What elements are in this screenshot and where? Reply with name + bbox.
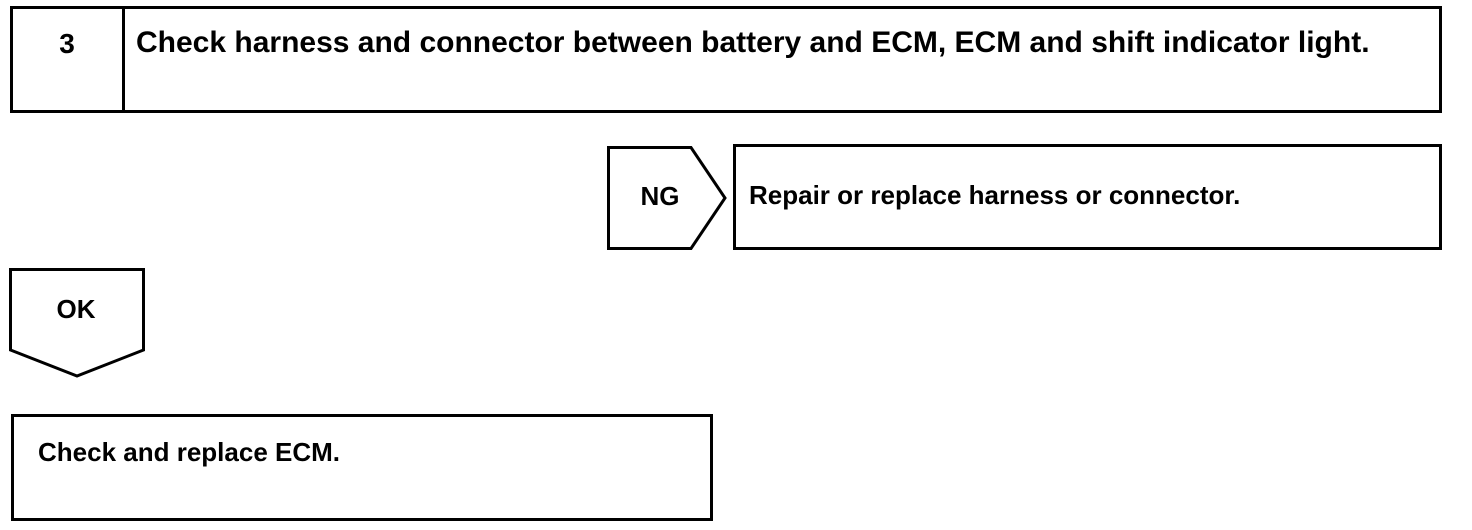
step-title: Check harness and connector between batt… (136, 26, 1370, 59)
step-header-box (10, 6, 1442, 113)
step-number: 3 (59, 28, 75, 59)
ng-action-box (733, 144, 1442, 250)
ok-arrow-shape (9, 268, 145, 378)
next-step-text: Check and replace ECM. (38, 437, 340, 467)
next-step-box (11, 414, 713, 521)
ng-arrow-shape (607, 146, 727, 250)
ok-label: OK (56, 294, 96, 324)
ng-label: NG (640, 181, 680, 211)
ng-action-text: Repair or replace harness or connector. (749, 180, 1241, 210)
step-header-divider (122, 6, 125, 113)
